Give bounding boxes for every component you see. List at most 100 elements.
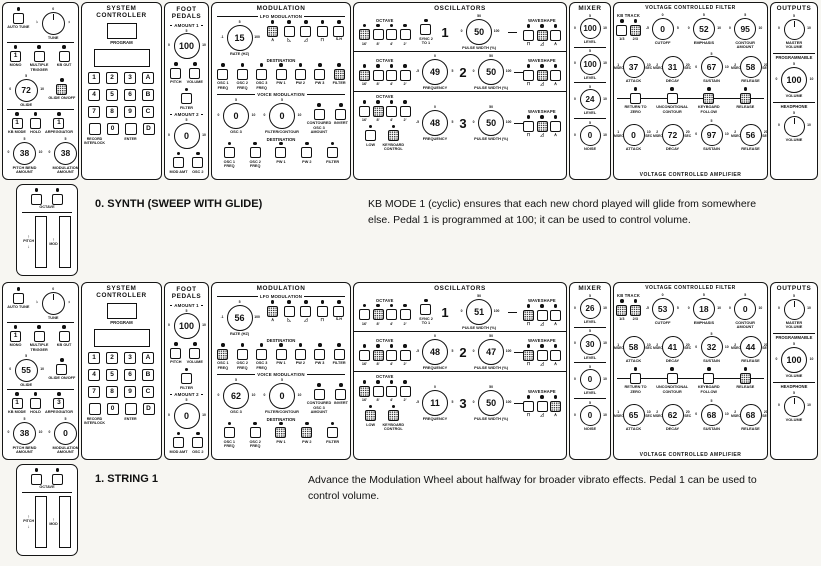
octave-down-button[interactable] <box>31 473 42 485</box>
filter-contour-dial[interactable]: 0 <box>269 382 295 409</box>
glide-dial[interactable]: 72 <box>14 78 38 102</box>
lfo-dest-button[interactable] <box>256 348 268 360</box>
filter-contour-dial[interactable]: 0 <box>269 102 295 129</box>
pedal-mod-amt-button[interactable] <box>173 437 185 449</box>
release-button[interactable] <box>739 372 751 384</box>
osc3-frequency-dial[interactable]: 11 <box>421 389 448 416</box>
octave-button[interactable] <box>399 69 411 81</box>
multiple-trigger-button[interactable] <box>33 330 45 342</box>
tune-dial[interactable] <box>41 11 65 35</box>
keyboard-control-button[interactable] <box>387 130 399 142</box>
octave-button[interactable] <box>359 385 370 397</box>
octave-button[interactable] <box>372 29 384 41</box>
osc2-frequency-dial[interactable]: 49 <box>421 58 448 85</box>
voice-dest-button[interactable] <box>275 427 287 439</box>
pedal1-amount-dial[interactable]: 100 <box>173 313 200 340</box>
record-interlock-button[interactable] <box>88 403 101 415</box>
key-1[interactable]: 1 <box>88 72 100 84</box>
auto-tune-button[interactable] <box>12 292 24 304</box>
mod-wheel[interactable] <box>58 495 71 548</box>
pedal-osc2-button[interactable] <box>192 157 204 169</box>
voice-dest-button[interactable] <box>249 427 261 439</box>
osc1-level-dial[interactable]: 26 <box>579 298 601 319</box>
master-volume-dial[interactable] <box>783 298 805 320</box>
octave-up-button[interactable] <box>52 193 63 205</box>
kb-track-button[interactable] <box>629 24 641 36</box>
contoured-osc3-button[interactable] <box>313 388 325 400</box>
osc3-level-dial[interactable]: 24 <box>579 89 601 111</box>
osc1-pw-dial[interactable]: 51 <box>466 298 493 325</box>
lfo-rate-dial[interactable]: 56 <box>226 304 253 331</box>
lfo-wave-button[interactable] <box>283 305 295 317</box>
octave-button[interactable] <box>372 385 384 397</box>
pitch-bend-dial[interactable]: 38 <box>13 141 36 165</box>
octave-button[interactable] <box>359 69 370 81</box>
lfo-dest-button[interactable] <box>294 348 306 360</box>
modulation-amount-dial[interactable]: 38 <box>54 141 77 165</box>
waveshape-button[interactable] <box>523 120 534 132</box>
lfo-dest-button[interactable] <box>236 348 248 360</box>
emphasis-dial[interactable]: 52 <box>692 17 715 40</box>
hold-button[interactable] <box>30 397 41 409</box>
vcf-attack-dial[interactable]: 58 <box>622 336 645 359</box>
headphone-volume-dial[interactable] <box>783 395 805 417</box>
voice-dest-button[interactable] <box>327 147 339 159</box>
pedal2-amount-dial[interactable]: 0 <box>173 122 200 149</box>
key-0[interactable]: 0 <box>106 123 119 135</box>
osc3-level-dial[interactable]: 0 <box>579 369 601 391</box>
octave-button[interactable] <box>399 105 411 117</box>
key-6[interactable]: 6 <box>124 369 136 381</box>
pitch-wheel[interactable] <box>35 495 48 548</box>
octave-button[interactable] <box>372 309 384 321</box>
master-volume-dial[interactable] <box>783 18 805 40</box>
contoured-osc3-button[interactable] <box>313 108 325 120</box>
waveshape-button[interactable] <box>523 69 534 81</box>
osc3-frequency-dial[interactable]: 48 <box>421 109 448 136</box>
octave-button[interactable] <box>359 349 370 361</box>
return-to-zero-button[interactable] <box>630 372 642 384</box>
waveshape-button[interactable] <box>536 29 548 41</box>
waveshape-button[interactable] <box>536 69 548 81</box>
mono-button[interactable]: 1 <box>10 330 22 342</box>
lfo-dest-button[interactable] <box>275 348 287 360</box>
waveshape-button[interactable] <box>523 400 534 412</box>
kb-out-button[interactable] <box>58 330 70 342</box>
record-interlock-button[interactable] <box>88 123 101 135</box>
enter-button[interactable] <box>124 403 137 415</box>
voice-dest-button[interactable] <box>301 147 313 159</box>
osc1-level-dial[interactable]: 100 <box>579 18 601 39</box>
voice-dest-button[interactable] <box>327 427 339 439</box>
vcf-decay-dial[interactable]: 41 <box>661 336 684 359</box>
octave-button[interactable] <box>359 105 370 117</box>
lfo-dest-button[interactable] <box>236 68 248 80</box>
key-6[interactable]: 6 <box>124 89 136 101</box>
lfo-wave-button[interactable] <box>316 305 328 317</box>
osc2-level-dial[interactable]: 100 <box>579 53 601 75</box>
lfo-dest-button[interactable] <box>333 68 345 80</box>
kb-mode-button[interactable]: 1 <box>11 397 23 409</box>
programmable-volume-dial[interactable]: 100 <box>781 66 807 93</box>
unconditional-contour-button[interactable] <box>666 372 678 384</box>
contour-amount-dial[interactable]: 0 <box>734 297 757 320</box>
osc3-pw-dial[interactable]: 50 <box>478 389 505 416</box>
octave-button[interactable] <box>386 349 397 361</box>
sync-button[interactable] <box>420 304 432 316</box>
voice-dest-button[interactable] <box>275 147 287 159</box>
mono-button[interactable]: 1 <box>10 50 22 62</box>
octave-button[interactable] <box>386 29 397 41</box>
return-to-zero-button[interactable] <box>630 92 642 104</box>
vca-attack-dial[interactable]: 0 <box>622 123 645 146</box>
osc2-level-dial[interactable]: 30 <box>579 333 601 355</box>
arpeggiator-button[interactable]: 1 <box>53 117 65 129</box>
key-2[interactable]: 2 <box>106 72 118 84</box>
pedal1-amount-dial[interactable]: 100 <box>173 33 200 60</box>
multiple-trigger-button[interactable] <box>33 50 45 62</box>
vcf-decay-dial[interactable]: 31 <box>661 56 684 79</box>
lfo-wave-button[interactable] <box>283 25 295 37</box>
lfo-dest-button[interactable] <box>256 68 268 80</box>
lfo-wave-button[interactable] <box>267 25 279 37</box>
octave-button[interactable] <box>386 385 397 397</box>
cutoff-dial[interactable]: 0 <box>651 17 674 40</box>
hold-button[interactable] <box>30 117 41 129</box>
vcf-attack-dial[interactable]: 37 <box>622 56 645 79</box>
